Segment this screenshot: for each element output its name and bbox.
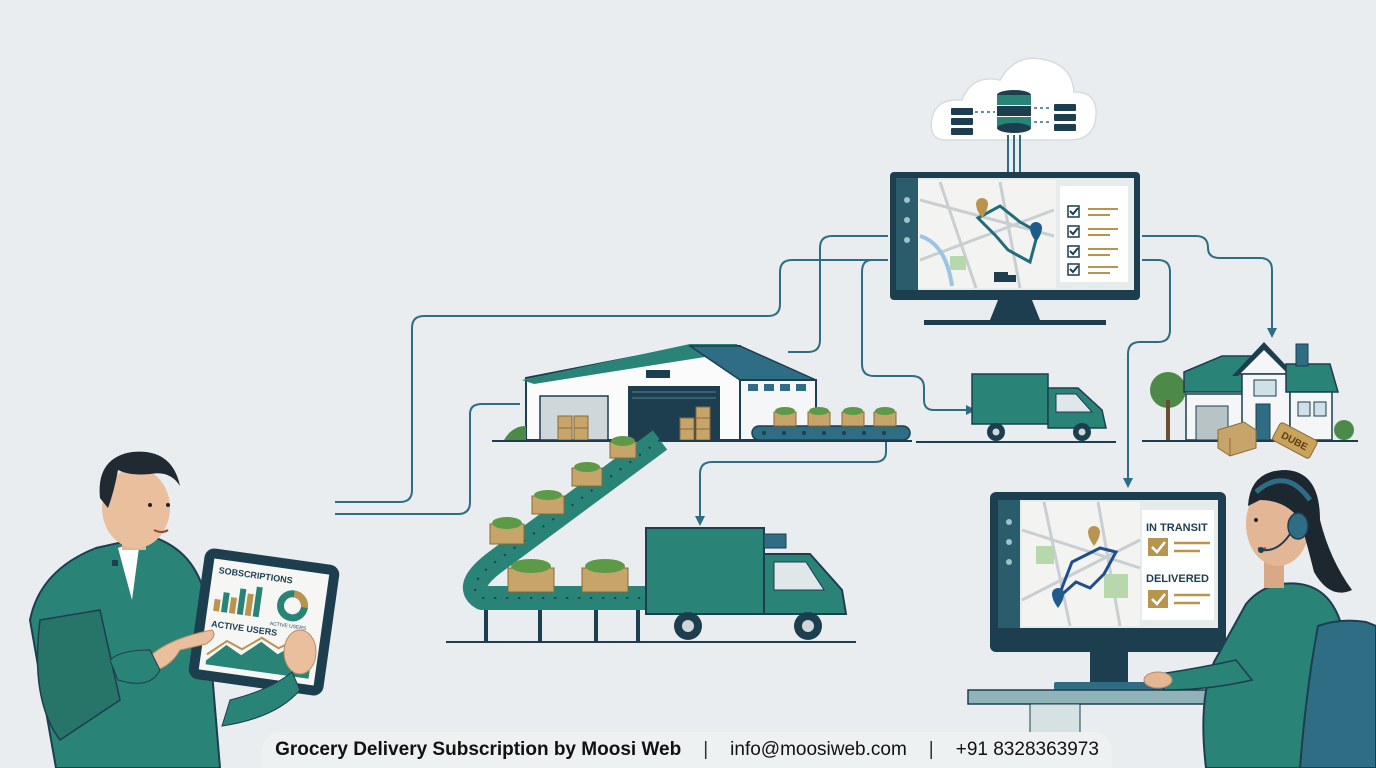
footer-separator: |	[928, 739, 934, 760]
delivery-truck-small	[916, 373, 1116, 443]
warehouse-building	[492, 344, 912, 442]
database-icon	[997, 90, 1031, 133]
cloud-server-icon	[930, 57, 1097, 172]
footer-contact-bar: Grocery Delivery Subscription by Moosi W…	[262, 732, 1112, 768]
dispatcher-map-panel	[1021, 501, 1141, 627]
produce-crate-icon	[489, 436, 637, 593]
produce-crate-icon	[773, 407, 897, 427]
connector-lines	[335, 235, 1273, 518]
dispatcher-operator	[1143, 470, 1376, 768]
donut-chart-icon	[277, 590, 309, 622]
footer-phone: +91 8328363973	[955, 739, 1099, 760]
central-monitor	[890, 172, 1140, 325]
conveyor-belt-lower	[446, 430, 856, 643]
conveyor-belt-upper	[751, 407, 911, 441]
footer-brand: Grocery Delivery Subscription by Moosi W…	[275, 739, 682, 760]
connector-arrowheads	[695, 328, 1277, 526]
dispatcher-monitor: IN TRANSIT DELIVERED	[990, 492, 1226, 690]
status-in-transit: IN TRANSIT	[1146, 522, 1208, 534]
delivery-status-panel: IN TRANSIT DELIVERED	[1142, 510, 1214, 620]
footer-email: info@moosiweb.com	[730, 739, 907, 760]
tablet-device: SOBSCRIPTIONS ACTIVE USERS ACTIVE USERS	[188, 548, 340, 696]
truck-icon	[994, 272, 1016, 282]
status-delivered: DELIVERED	[1146, 573, 1209, 585]
server-rack-icon-left	[951, 108, 973, 135]
checklist-panel	[1060, 186, 1128, 282]
delivery-truck-large	[645, 527, 848, 640]
customer-house: DUBE	[1142, 342, 1358, 459]
headset-icon	[1254, 478, 1313, 553]
server-rack-icon-right	[1054, 104, 1076, 131]
map-panel	[918, 180, 1056, 289]
footer-separator: |	[703, 739, 709, 760]
location-pin-icon	[1052, 588, 1064, 608]
manager-with-tablet: SOBSCRIPTIONS ACTIVE USERS ACTIVE USERS	[28, 451, 340, 768]
tablet-tiny-label: ACTIVE USERS	[269, 621, 307, 632]
bar-chart-icon	[213, 586, 263, 618]
location-pin-icon	[1030, 222, 1042, 242]
location-pin-icon	[976, 198, 988, 218]
package-box-icon	[1217, 421, 1257, 457]
location-pin-icon	[1088, 526, 1100, 546]
delivery-tag: DUBE	[1272, 422, 1318, 459]
